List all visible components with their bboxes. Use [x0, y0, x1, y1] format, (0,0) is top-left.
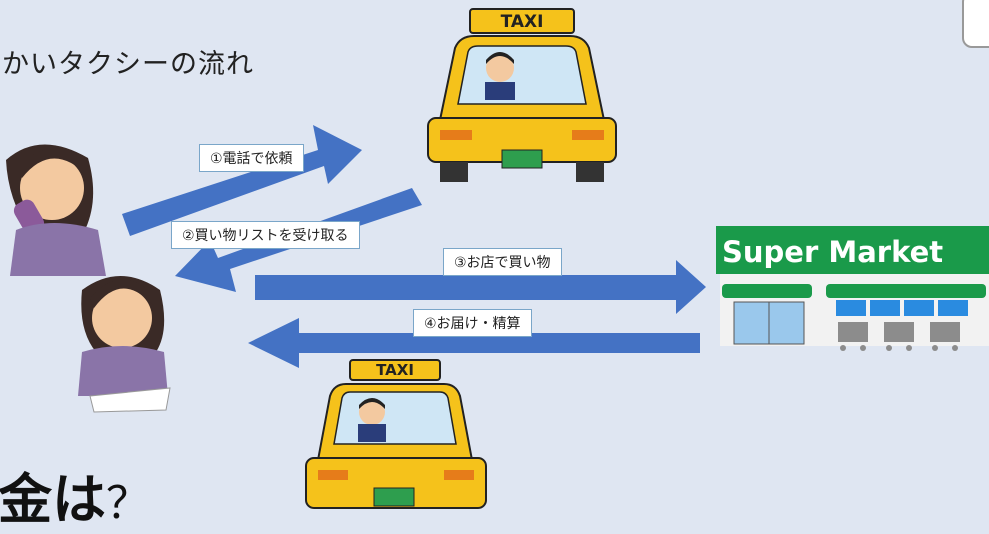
taxi-sign-top: TAXI	[501, 12, 544, 32]
arrow-call-request	[122, 125, 362, 236]
step-label-delivery: ④お届け・精算	[413, 309, 532, 337]
step-label-receive-list: ②買い物リストを受け取る	[171, 221, 360, 249]
page-title: かいタクシーの流れ	[2, 49, 254, 80]
woman-phone	[6, 144, 106, 276]
bottom-question-mark: ？	[106, 478, 150, 529]
supermarket: Super Market	[716, 226, 989, 351]
arrow-delivery	[248, 318, 700, 368]
taxi-sign-bottom: TAXI	[376, 361, 414, 379]
arrow-shopping	[255, 260, 706, 314]
supermarket-sign: Super Market	[722, 235, 943, 269]
bottom-question: 金は？	[0, 455, 150, 534]
corner-speech-bubble	[962, 0, 989, 48]
taxi-top: TAXI	[427, 8, 617, 182]
bottom-question-bold: 金は	[0, 468, 106, 531]
step-label-shopping: ③お店で買い物	[443, 248, 562, 276]
woman-writing	[78, 276, 171, 413]
flow-diagram: TAXI TAXI	[6, 8, 989, 509]
step-label-call: ①電話で依頼	[199, 144, 304, 172]
taxi-bottom: TAXI	[305, 359, 487, 509]
